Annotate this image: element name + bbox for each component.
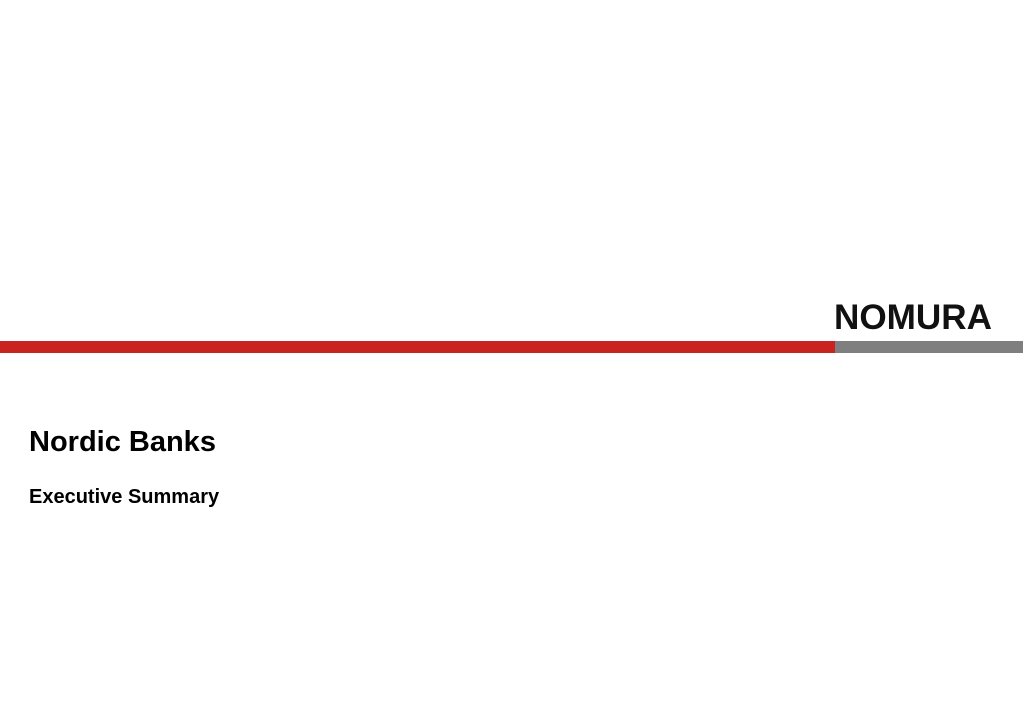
- slide-title: Nordic Banks: [29, 426, 216, 458]
- accent-stripe-grey: [835, 341, 1023, 353]
- logo-wordmark: NOMURA: [834, 298, 992, 334]
- nomura-logo: NOMURA: [834, 298, 994, 334]
- slide-subtitle: Executive Summary: [29, 486, 220, 508]
- accent-stripe-red: [0, 341, 835, 353]
